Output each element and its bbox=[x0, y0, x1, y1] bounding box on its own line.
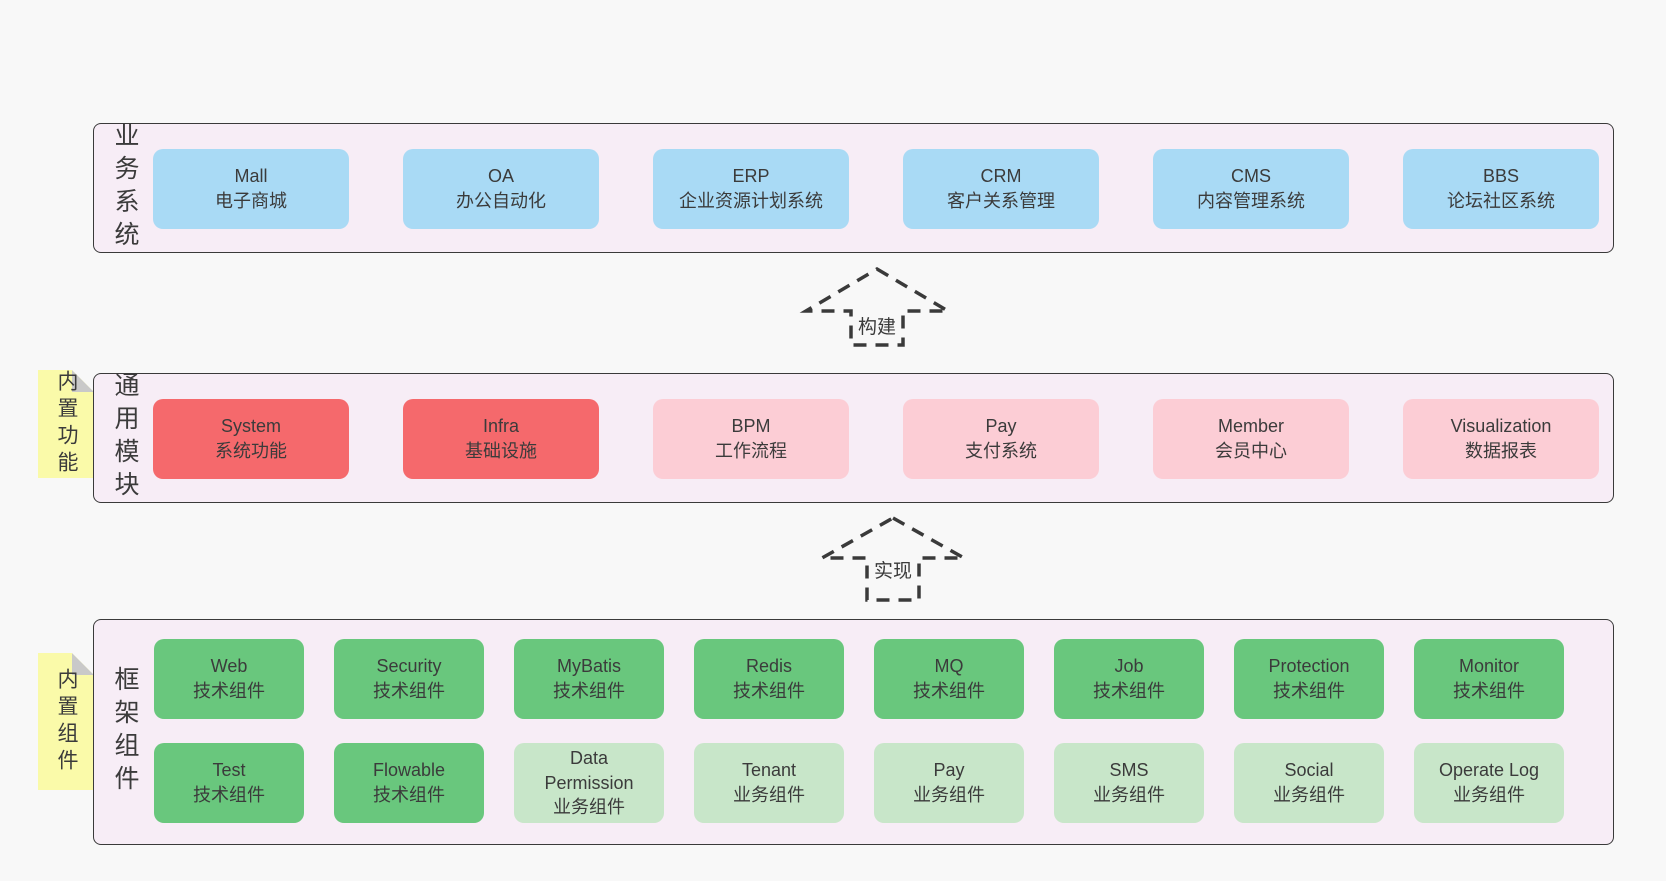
box-name: Redis bbox=[745, 656, 793, 677]
box-name: BBS bbox=[1482, 166, 1520, 187]
box-bbs: BBS 论坛社区系统 bbox=[1403, 149, 1599, 229]
box-name: MyBatis bbox=[556, 656, 621, 677]
box-protection: Protection 技术组件 bbox=[1234, 639, 1384, 719]
arrow-implement bbox=[815, 515, 971, 602]
box-mall: Mall 电子商城 bbox=[153, 149, 349, 229]
box-desc: 企业资源计划系统 bbox=[679, 191, 823, 211]
section-common-modules: 通用模块 System 系统功能 Infra 基础设施 BPM 工作流程 Pay… bbox=[93, 372, 1614, 504]
sticky-tab-builtin-components: 内置组件 bbox=[38, 653, 94, 790]
box-desc: 技术组件 bbox=[733, 681, 805, 701]
box-name: MQ bbox=[934, 656, 964, 677]
box-desc: 业务组件 bbox=[1273, 785, 1345, 805]
box-desc: 业务组件 bbox=[913, 785, 985, 805]
box-name: SMS bbox=[1109, 760, 1149, 781]
box-name: Visualization bbox=[1450, 416, 1552, 437]
box-infra: Infra 基础设施 bbox=[403, 399, 599, 479]
box-job: Job 技术组件 bbox=[1054, 639, 1204, 719]
sticky-tab-label: 内置组件 bbox=[55, 667, 78, 776]
box-operate-log: Operate Log 业务组件 bbox=[1414, 743, 1564, 823]
box-desc: 支付系统 bbox=[965, 441, 1037, 461]
box-name: CMS bbox=[1231, 166, 1271, 187]
box-desc: 系统功能 bbox=[215, 441, 287, 461]
box-name: Monitor bbox=[1458, 656, 1520, 677]
box-system: System 系统功能 bbox=[153, 399, 349, 479]
arrow-implement-label: 实现 bbox=[869, 555, 917, 584]
box-desc: 技术组件 bbox=[1273, 681, 1345, 701]
box-mybatis: MyBatis 技术组件 bbox=[514, 639, 664, 719]
box-name: Web bbox=[210, 656, 248, 677]
box-desc: 技术组件 bbox=[373, 785, 445, 805]
sticky-tab-label: 内置功能 bbox=[55, 370, 78, 478]
box-desc: 业务组件 bbox=[553, 797, 625, 818]
box-name: Tenant bbox=[741, 760, 797, 781]
box-crm: CRM 客户关系管理 bbox=[903, 149, 1099, 229]
box-desc: 技术组件 bbox=[193, 681, 265, 701]
box-desc: 技术组件 bbox=[553, 681, 625, 701]
box-name: Pay bbox=[985, 416, 1017, 437]
section-label: 通用模块 bbox=[111, 372, 139, 504]
box-name: ERP bbox=[732, 166, 770, 187]
box-desc: 内容管理系统 bbox=[1197, 191, 1305, 211]
box-name: Mall bbox=[234, 166, 268, 187]
box-test: Test 技术组件 bbox=[154, 743, 304, 823]
sticky-tab-builtin-features: 内置功能 bbox=[38, 370, 94, 478]
box-name: Data Permission bbox=[544, 747, 634, 793]
box-cms: CMS 内容管理系统 bbox=[1153, 149, 1349, 229]
box-name: Job bbox=[1114, 656, 1144, 677]
box-desc: 会员中心 bbox=[1215, 441, 1287, 461]
box-desc: 客户关系管理 bbox=[947, 191, 1055, 211]
box-name: Member bbox=[1217, 416, 1284, 437]
box-desc: 工作流程 bbox=[715, 441, 787, 461]
box-name: BPM bbox=[731, 416, 771, 437]
box-desc: 基础设施 bbox=[465, 441, 537, 461]
box-desc: 办公自动化 bbox=[456, 191, 546, 211]
box-name: OA bbox=[487, 166, 514, 187]
box-desc: 技术组件 bbox=[1453, 681, 1525, 701]
section-business-systems: 业务系统 Mall 电子商城 OA 办公自动化 ERP 企业资源计划系统 CRM… bbox=[93, 122, 1614, 254]
box-name: Protection bbox=[1268, 656, 1350, 677]
box-desc: 技术组件 bbox=[1093, 681, 1165, 701]
box-name: Flowable bbox=[372, 760, 446, 781]
box-name: Test bbox=[212, 760, 246, 781]
box-member: Member 会员中心 bbox=[1153, 399, 1349, 479]
box-name: Social bbox=[1284, 760, 1334, 781]
box-name: Security bbox=[376, 656, 442, 677]
box-mq: MQ 技术组件 bbox=[874, 639, 1024, 719]
box-name: CRM bbox=[980, 166, 1022, 187]
box-monitor: Monitor 技术组件 bbox=[1414, 639, 1564, 719]
box-bpm: BPM 工作流程 bbox=[653, 399, 849, 479]
box-pay: Pay 支付系统 bbox=[903, 399, 1099, 479]
box-desc: 技术组件 bbox=[373, 681, 445, 701]
box-desc: 技术组件 bbox=[913, 681, 985, 701]
arrow-build bbox=[799, 266, 955, 347]
box-desc: 业务组件 bbox=[733, 785, 805, 805]
box-social: Social 业务组件 bbox=[1234, 743, 1384, 823]
box-name: System bbox=[220, 416, 281, 437]
box-name: Pay bbox=[933, 760, 965, 781]
box-desc: 电子商城 bbox=[215, 191, 287, 211]
box-erp: ERP 企业资源计划系统 bbox=[653, 149, 849, 229]
section-framework-components: 框架组件 Web 技术组件 Security 技术组件 MyBatis 技术组件… bbox=[93, 619, 1614, 845]
box-name: Infra bbox=[482, 416, 520, 437]
box-data-permission: Data Permission 业务组件 bbox=[514, 743, 664, 823]
box-web: Web 技术组件 bbox=[154, 639, 304, 719]
box-sms: SMS 业务组件 bbox=[1054, 743, 1204, 823]
box-desc: 业务组件 bbox=[1093, 785, 1165, 805]
box-security: Security 技术组件 bbox=[334, 639, 484, 719]
box-desc: 技术组件 bbox=[193, 785, 265, 805]
box-desc: 数据报表 bbox=[1465, 441, 1537, 461]
box-desc: 业务组件 bbox=[1453, 785, 1525, 805]
arrow-build-label: 构建 bbox=[853, 311, 901, 340]
box-pay-business: Pay 业务组件 bbox=[874, 743, 1024, 823]
box-desc: 论坛社区系统 bbox=[1447, 191, 1555, 211]
box-flowable: Flowable 技术组件 bbox=[334, 743, 484, 823]
box-name: Operate Log bbox=[1438, 760, 1540, 781]
section-label: 框架组件 bbox=[111, 666, 139, 798]
section-label: 业务系统 bbox=[111, 122, 139, 254]
box-tenant: Tenant 业务组件 bbox=[694, 743, 844, 823]
box-oa: OA 办公自动化 bbox=[403, 149, 599, 229]
box-redis: Redis 技术组件 bbox=[694, 639, 844, 719]
box-visualization: Visualization 数据报表 bbox=[1403, 399, 1599, 479]
